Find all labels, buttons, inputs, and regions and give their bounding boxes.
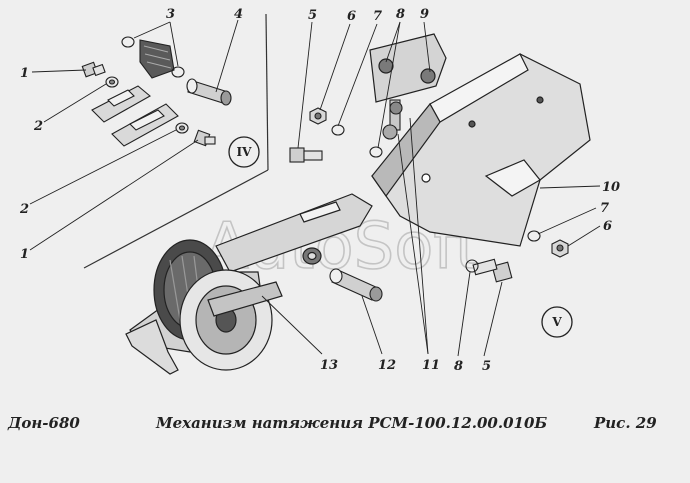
washer-part-7-bottom	[527, 230, 541, 242]
caption-title: Механизм натяжения РСМ-100.12.00.010Б	[156, 414, 548, 432]
main-frame	[371, 53, 591, 247]
washer-part-8-top	[369, 146, 383, 158]
axle-pin-part-12	[329, 268, 383, 302]
bolt-part-5-bottom	[472, 258, 513, 283]
tension-arm	[215, 193, 373, 273]
bolt-part-5-top	[289, 147, 323, 163]
callout-3: 3	[166, 7, 175, 22]
callout-10: 10	[602, 180, 620, 195]
callout-8-bottom: 8	[454, 359, 463, 374]
caption-figure: Рис. 29	[594, 414, 657, 432]
view-v-label: V	[551, 315, 562, 329]
view-iv-marker: IV	[228, 136, 260, 168]
upper-bracket-part-9	[369, 33, 447, 103]
callout-7-bottom: 7	[600, 201, 609, 216]
callout-9: 9	[420, 7, 429, 22]
bracket-plates	[91, 85, 179, 147]
nut-part-6-top	[309, 107, 327, 125]
callout-2-bottom: 2	[19, 202, 29, 217]
adjuster-stud	[382, 99, 403, 140]
callout-5-top: 5	[308, 8, 317, 23]
callout-13: 13	[320, 358, 338, 373]
view-divider	[83, 13, 269, 269]
leader-lines	[29, 19, 601, 357]
callout-5-bottom: 5	[482, 359, 491, 374]
callout-4: 4	[234, 7, 243, 22]
washer-part-7-top	[331, 124, 345, 136]
callout-11: 11	[422, 358, 440, 373]
callout-6-top: 6	[347, 9, 356, 24]
washer-part-8-bottom	[465, 259, 479, 273]
bolt-part-1-top	[81, 61, 106, 78]
washer-part-2-bottom	[175, 122, 189, 134]
nut-part-6-bottom	[551, 239, 569, 258]
callout-7-top: 7	[373, 9, 382, 24]
washer-part-2-top	[105, 76, 119, 88]
callout-8-top: 8	[396, 7, 405, 22]
idler-pulley-part-13	[125, 239, 283, 375]
callout-numbers: 1 2 3 4 2 1 5 6 7 8 9 10 7 6 13 12 11 8 …	[19, 7, 620, 374]
pin-part-4	[186, 78, 232, 106]
bolt-part-1-bottom	[193, 129, 216, 147]
view-iv-label: IV	[237, 145, 253, 159]
callout-1-bottom: 1	[20, 247, 29, 262]
caption-model: Дон-680	[8, 414, 80, 432]
callout-2-top: 2	[33, 119, 43, 134]
callout-12: 12	[378, 358, 396, 373]
view-v-marker: V	[541, 306, 573, 338]
rubber-boot-part-3	[121, 36, 185, 79]
callout-6-bottom: 6	[603, 219, 612, 234]
callout-1-top: 1	[20, 66, 29, 81]
